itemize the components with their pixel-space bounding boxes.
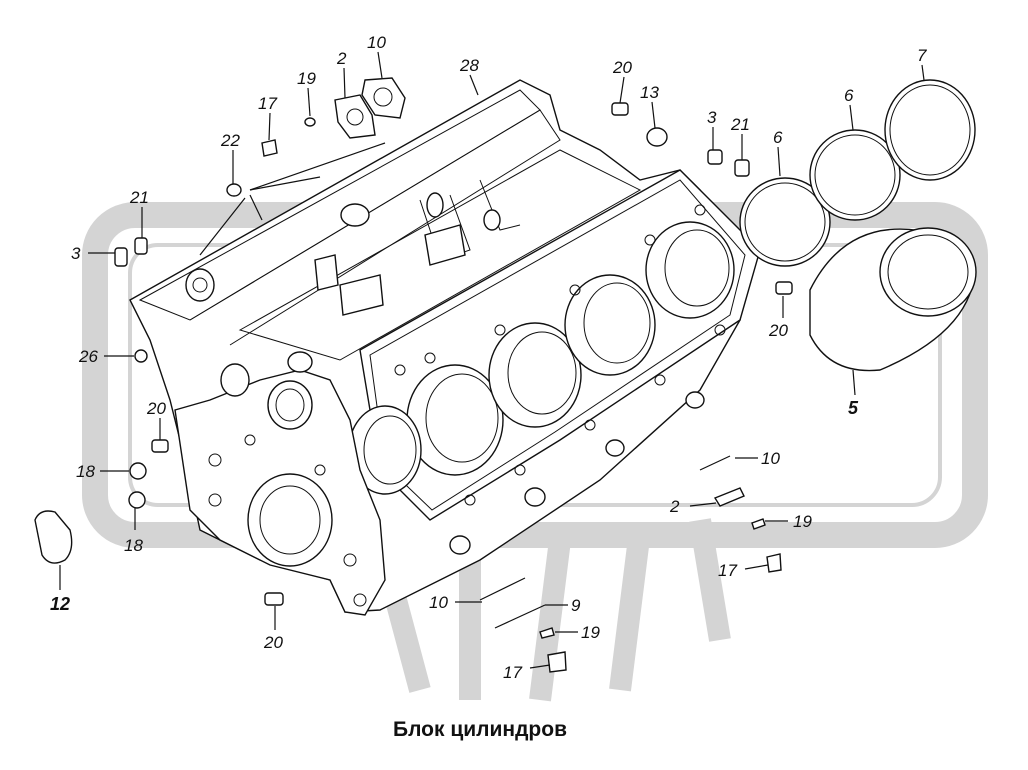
callout-22: 22 — [220, 131, 240, 150]
callout-2a: 2 — [336, 49, 347, 68]
callout-20b: 20 — [146, 399, 166, 418]
callout-21b: 21 — [730, 115, 750, 134]
diagram-caption: Блок цилиндров — [393, 718, 567, 741]
callout-labels: 2 10 28 20 13 19 17 22 21 3 26 20 18 18 … — [50, 33, 927, 682]
callout-17c: 17 — [718, 561, 737, 580]
ring-7 — [884, 79, 976, 181]
callout-20a: 20 — [612, 58, 632, 77]
callout-20d: 20 — [768, 321, 788, 340]
callout-6a: 6 — [773, 128, 783, 147]
callout-10c: 10 — [761, 449, 780, 468]
callout-6b: 6 — [844, 86, 854, 105]
callout-19b: 19 — [581, 623, 600, 642]
loose-parts — [34, 77, 793, 673]
callout-26: 26 — [78, 347, 98, 366]
cylinder-bores — [348, 221, 735, 495]
cover-plate-2a — [334, 94, 376, 139]
end-cap-12 — [34, 510, 73, 564]
callout-10a: 10 — [367, 33, 386, 52]
callout-10b: 10 — [429, 593, 448, 612]
callout-3a: 3 — [71, 244, 81, 263]
callout-19a: 19 — [297, 69, 316, 88]
callout-2b: 2 — [669, 497, 680, 516]
callout-7: 7 — [917, 46, 927, 65]
o-ring-6a — [739, 177, 831, 267]
callout-20c: 20 — [263, 633, 283, 652]
callout-18a: 18 — [76, 462, 95, 481]
callout-13: 13 — [640, 83, 659, 102]
callout-17a: 17 — [258, 94, 277, 113]
callout-28: 28 — [459, 56, 479, 75]
callout-19c: 19 — [793, 512, 812, 531]
deck-bolt-holes — [394, 204, 726, 506]
gasket-10a — [361, 77, 406, 119]
liner-seals — [739, 79, 977, 372]
leader-lines — [59, 51, 925, 669]
callout-17b: 17 — [503, 663, 522, 682]
callout-3b: 3 — [707, 108, 717, 127]
o-ring-6b — [809, 129, 901, 221]
callout-5: 5 — [848, 398, 859, 418]
callout-21a: 21 — [129, 188, 149, 207]
callout-9: 9 — [571, 596, 581, 615]
callout-18b: 18 — [124, 536, 143, 555]
assembly-arrows — [199, 142, 386, 256]
callout-12: 12 — [50, 594, 70, 614]
cylinder-block — [129, 79, 761, 616]
